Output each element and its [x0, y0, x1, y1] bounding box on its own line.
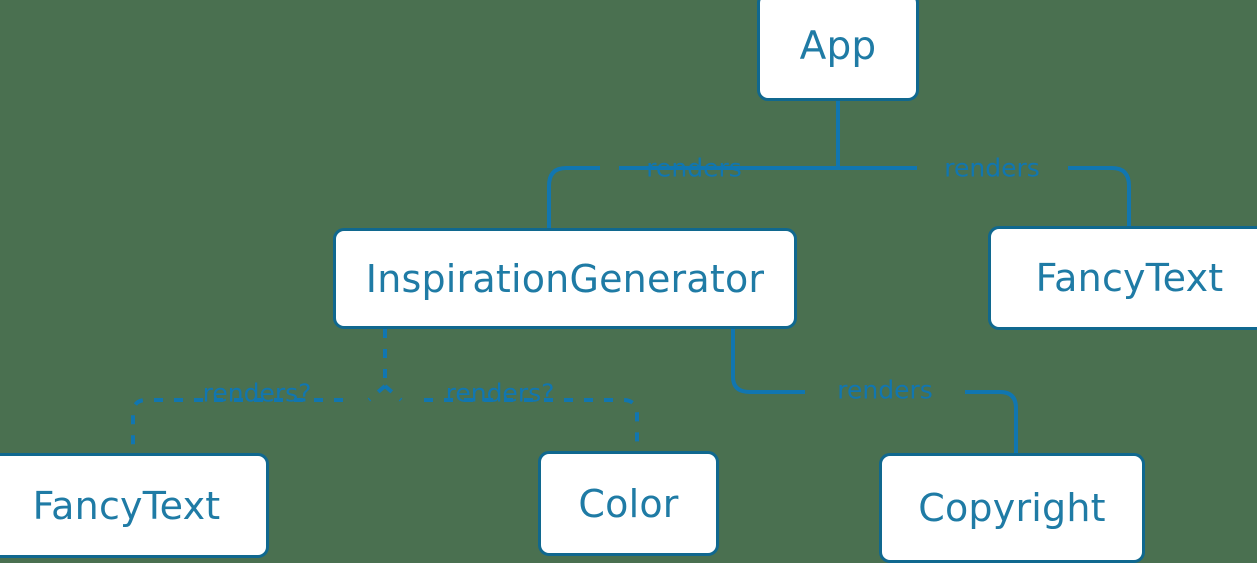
- node-color-label: Color: [578, 481, 679, 526]
- node-app-label: App: [799, 24, 877, 69]
- node-copyright[interactable]: Copyright: [879, 453, 1145, 563]
- node-copyright-label: Copyright: [918, 486, 1106, 530]
- node-fancytext-left-label: FancyText: [32, 483, 221, 528]
- edge-inspiration-to-color: [383, 384, 639, 451]
- edge-inspiration-to-fancytext-left: [131, 384, 387, 453]
- edge-label-inspiration-to-fancytext-left: renders?: [202, 378, 312, 408]
- edge-label-inspiration-to-color: renders?: [445, 378, 555, 408]
- edge-label-app-to-inspiration: renders: [646, 153, 742, 183]
- edge-inspiration-to-copyright: [731, 329, 1018, 453]
- edge-app-to-fancytext-right: [838, 166, 1131, 226]
- node-fancytext-left[interactable]: FancyText: [0, 453, 269, 558]
- node-inspiration-generator[interactable]: InspirationGenerator: [333, 228, 797, 329]
- edge-label-app-to-fancytext-right: renders: [944, 153, 1040, 183]
- node-fancytext-right[interactable]: FancyText: [988, 226, 1257, 330]
- edge-label-inspiration-to-copyright: renders: [837, 375, 933, 405]
- node-inspiration-generator-label: InspirationGenerator: [365, 256, 765, 301]
- node-color[interactable]: Color: [538, 451, 719, 556]
- node-fancytext-right-label: FancyText: [1035, 256, 1224, 300]
- edge-app-to-inspiration: [547, 166, 838, 228]
- node-app[interactable]: App: [757, 0, 919, 101]
